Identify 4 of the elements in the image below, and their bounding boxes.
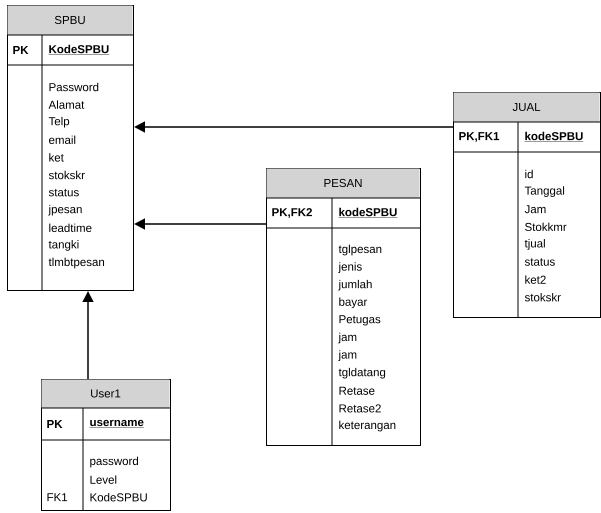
entity-table: PESAN PK,FK2 kodeSPBU tglpesan jenis jumlah bayar Petugas jam jam tgldatang Retase Retase2 keterangan: [266, 168, 421, 446]
entity-table: JUAL PK,FK1 kodeSPBU id Tanggal Jam Stokkmr tjual status ket2 stokskr: [452, 92, 601, 318]
entity-table: SPBU PK KodeSPBU Password Alamat Telp email ket stokskr status jpesan leadtime tangki tlmbtpesan: [6, 5, 134, 291]
entity-table: User1 PK username password Level FK1 KodeSPBU: [40, 379, 171, 511]
